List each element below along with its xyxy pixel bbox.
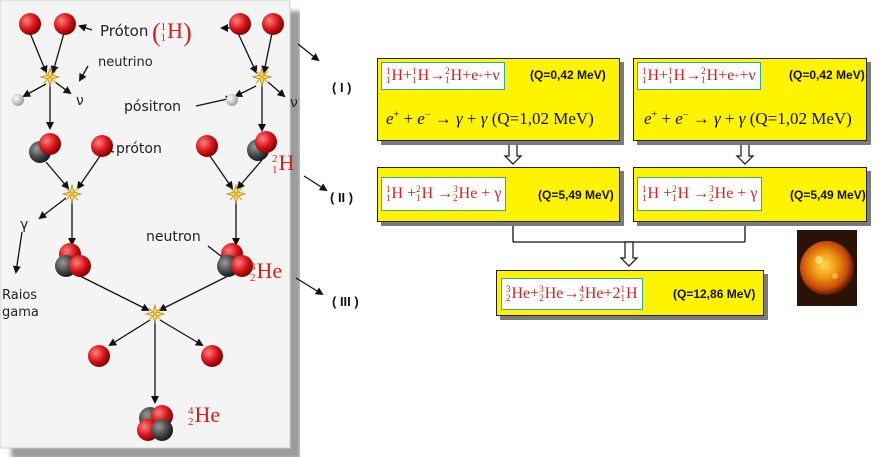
annihilation-q: (Q=1,02 MeV) <box>749 109 852 128</box>
q-value-stage2-right: (Q=5,49 MeV) <box>790 188 866 202</box>
iso-symbol: H <box>278 150 295 175</box>
q-value-stage2-left: (Q=5,49 MeV) <box>538 188 614 202</box>
proton-label: Próton <box>100 22 149 40</box>
iso-z: 1 <box>160 32 167 44</box>
q-value-stage1-right: (Q=0,42 MeV) <box>789 68 865 82</box>
reaction-star <box>39 66 61 88</box>
reaction-star <box>225 183 247 205</box>
neutron-label: neutron <box>146 229 201 245</box>
reaction-star <box>61 183 83 205</box>
proton-ball <box>39 133 61 155</box>
diagram-arrows <box>12 24 286 404</box>
down-arrow-right <box>735 140 755 165</box>
neutrino-symbol-right: ν <box>290 95 298 111</box>
neutron-ball <box>151 419 173 441</box>
q-value-stage1-left: (Q=0,42 MeV) <box>530 68 606 82</box>
down-arrow-left <box>503 140 523 165</box>
fusion-diagram-svg <box>0 0 296 454</box>
proton-ball <box>231 255 253 277</box>
proton-ball <box>201 345 223 367</box>
neutrino-label: neutrino <box>98 55 153 70</box>
iso-z: 2 <box>188 415 194 428</box>
stage-label-3: ( III ) <box>332 294 359 309</box>
stage-label-1: ( I ) <box>332 80 352 95</box>
iso-mass: 3 <box>250 260 256 273</box>
gamma-symbol: γ <box>20 217 29 233</box>
proton-ball <box>69 255 91 277</box>
proton-ball <box>54 13 76 35</box>
proton-ball <box>19 13 41 35</box>
proton-lower-label: próton <box>116 141 162 157</box>
iso-symbol: H <box>167 18 184 44</box>
proton-ball <box>91 135 113 157</box>
proton-ball <box>88 345 110 367</box>
positron-ball <box>12 94 24 106</box>
reaction-star <box>144 303 166 325</box>
proton-ball <box>262 13 284 35</box>
annihilation-q: (Q=1,02 MeV) <box>491 109 594 128</box>
iso-mass: 1 <box>160 21 167 33</box>
annihilation-equation: e+ + e− → γ + γ (Q=1,02 MeV) <box>386 109 594 128</box>
iso-mass: 4 <box>188 404 194 417</box>
iso-symbol: He <box>194 402 221 427</box>
proton-ball <box>196 135 218 157</box>
sun-icon <box>797 230 857 306</box>
iso-z: 1 <box>272 163 278 176</box>
gamma-rays-label-line2: gama <box>2 305 39 320</box>
proton-ball <box>229 13 251 35</box>
iso-symbol: He <box>256 258 283 283</box>
down-arrow-center <box>619 241 639 267</box>
reaction-star <box>251 66 273 88</box>
iso-mass: 2 <box>272 152 278 165</box>
annihilation-equation: e+ + e− → γ + γ (Q=1,02 MeV) <box>644 109 852 128</box>
stage-label-2: ( II ) <box>330 190 354 205</box>
gamma-rays-label-line1: Raios <box>2 288 38 303</box>
proton-ball <box>255 131 277 153</box>
neutrino-symbol-left: ν <box>76 93 84 109</box>
positron-ball <box>226 94 238 106</box>
positron-label: pósitron <box>124 99 182 115</box>
iso-z: 2 <box>250 271 256 284</box>
sun-image <box>797 230 857 306</box>
q-value-stage3: (Q=12,86 MeV) <box>673 287 756 301</box>
